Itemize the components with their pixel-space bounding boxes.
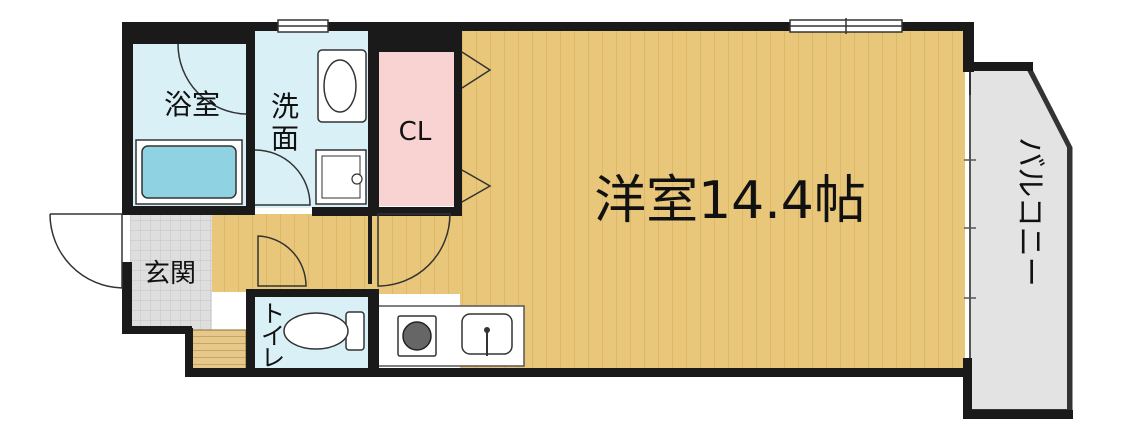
bathtub-basin — [141, 145, 237, 199]
toilet-label-line1: ト — [261, 300, 285, 328]
stove-burner-icon — [402, 321, 432, 351]
kitchen-floor — [370, 214, 462, 294]
windows — [277, 18, 903, 34]
entrance-door-swing — [49, 213, 123, 289]
wall-toilet-left — [246, 289, 255, 377]
doors — [49, 43, 492, 289]
balcony-railing — [1027, 68, 1073, 412]
western-room-label: 洋室14.4帖 — [594, 171, 866, 231]
wall-wash-right — [368, 22, 379, 216]
wall-entrance-left — [185, 328, 193, 376]
toilet-label-line2: イ — [261, 322, 285, 350]
bathroom-label: 浴室 — [164, 88, 220, 121]
wall-top-left-block — [122, 22, 254, 44]
washroom-door-swing — [254, 149, 311, 206]
closet-label: CL — [399, 117, 432, 147]
washroom-label-line1: 洗 — [271, 90, 299, 123]
wall-kitchen-stub — [368, 214, 372, 284]
wall-top — [122, 22, 974, 31]
entrance-step — [191, 329, 247, 371]
wall-top-mid-block — [368, 22, 460, 52]
closet-door-bottom — [461, 169, 492, 203]
washbasin-bowl — [323, 59, 357, 113]
room-door-swing — [377, 213, 451, 287]
balcony — [964, 68, 1073, 412]
toilet-label-line3: レ — [261, 344, 285, 372]
wall-toilet-top — [246, 289, 379, 297]
labels: 洋室14.4帖 浴室 洗 面 CL 玄関 ト イ レ バルコニー — [144, 88, 1047, 372]
western-room-floor — [460, 30, 965, 372]
balcony-label: バルコニー — [1012, 137, 1047, 286]
wall-left-lower — [122, 262, 132, 334]
wall-toilet-right — [368, 289, 379, 377]
corridor-floor — [212, 214, 372, 292]
wall-bath-bottom — [122, 206, 255, 215]
washroom-label-line2: 面 — [271, 122, 299, 155]
toilet-door-swing — [257, 235, 307, 287]
wall-balcony-bottom — [963, 410, 1073, 419]
closet-door-top — [461, 51, 492, 89]
wall-bath-right — [246, 22, 255, 214]
wall-left — [122, 22, 133, 214]
toilet-bowl — [283, 312, 349, 350]
wall-bottom — [246, 368, 972, 377]
wall-right-top — [963, 22, 974, 72]
wall-balcony-top — [963, 62, 1033, 71]
floors — [130, 30, 965, 372]
entrance-floor — [130, 214, 212, 330]
wall-right-bottom — [963, 358, 972, 418]
wall-wash-bottom — [312, 207, 462, 216]
bathroom-door-swing — [177, 43, 247, 115]
wall-entrance-bottom — [122, 326, 192, 334]
wall-bottom-left — [185, 368, 247, 377]
entrance-label: 玄関 — [144, 259, 196, 289]
wall-closet-right — [454, 30, 462, 216]
closet-floor — [379, 52, 454, 206]
walls — [122, 22, 1073, 419]
drain-icon — [351, 173, 363, 185]
fixtures — [135, 49, 513, 357]
